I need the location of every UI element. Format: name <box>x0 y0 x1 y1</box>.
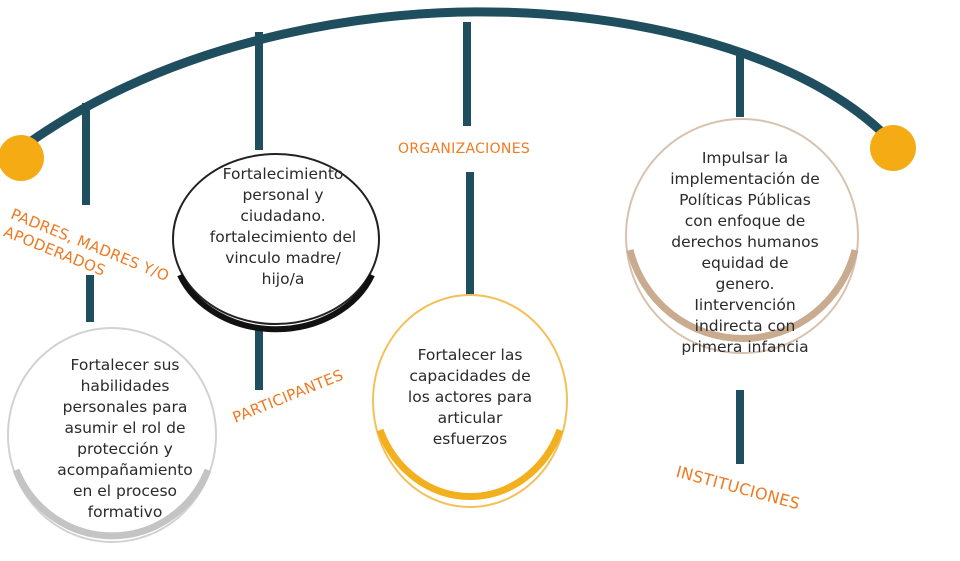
top-arc <box>25 7 893 147</box>
participantes-text-line: fortalecimiento del <box>209 228 357 246</box>
connector-padres-bottom <box>86 275 94 322</box>
instituciones-text-line: primera infancia <box>681 338 809 356</box>
padres-text-line: habilidades <box>80 377 170 395</box>
instituciones-text-line: implementación de <box>670 170 820 188</box>
padres-text-line: protección y <box>77 440 173 458</box>
connector-instituciones-bottom <box>736 390 744 464</box>
connector-organizaciones-top <box>463 22 471 126</box>
right-end-dot <box>870 125 916 171</box>
participantes-text-line: ciudadano. <box>240 207 326 225</box>
padres-text: Fortalecer sus habilidades personales pa… <box>42 355 208 523</box>
connector-instituciones-top <box>736 55 744 117</box>
instituciones-circle-accent <box>626 249 859 342</box>
connector-padres-top <box>82 103 90 205</box>
connector-participantes-top <box>255 32 263 150</box>
connector-participantes-bottom <box>255 330 263 390</box>
participantes-text-line: personal y <box>242 186 324 204</box>
label-organizaciones: ORGANIZACIONES <box>398 141 531 157</box>
instituciones-circle <box>625 118 859 354</box>
organizaciones-text-line: esfuerzos <box>432 430 508 448</box>
instituciones-text-line: indirecta con <box>694 317 796 335</box>
connector-organizaciones-bottom <box>466 172 474 298</box>
organizaciones-text-line: articular <box>437 409 503 427</box>
participantes-circle <box>172 153 380 325</box>
instituciones-text-line: Políticas Públicas <box>679 191 811 209</box>
instituciones-text-line: Impulsar la <box>701 149 789 167</box>
participantes-text: Fortalecimiento personal y ciudadano. fo… <box>200 164 366 290</box>
padres-text-line: asumir el rol de <box>64 419 186 437</box>
padres-text-line: personales para <box>62 398 188 416</box>
padres-text-line: acompañamiento <box>57 461 193 479</box>
participantes-text-line: hijo/a <box>261 270 305 288</box>
organizaciones-circle <box>372 294 568 508</box>
instituciones-text-line: con enfoque de <box>684 212 806 230</box>
padres-circle <box>7 327 217 543</box>
instituciones-text: Impulsar la implementación de Políticas … <box>670 148 820 358</box>
organizaciones-text-line: los actores para <box>407 388 533 406</box>
instituciones-text-line: derechos humanos <box>671 233 819 251</box>
padres-text-line: formativo <box>87 503 163 521</box>
instituciones-text-line: equidad de genero. <box>701 254 789 293</box>
organizaciones-text-line: Fortalecer las <box>417 346 523 364</box>
organizaciones-text-line: capacidades de <box>409 367 531 385</box>
participantes-text-line: Fortalecimiento <box>222 165 344 183</box>
left-end-dot <box>0 135 44 181</box>
padres-text-line: Fortalecer sus <box>70 356 180 374</box>
padres-circle-accent <box>12 468 212 540</box>
participantes-text-line: vinculo madre/ <box>225 249 341 267</box>
participantes-circle-accent <box>177 273 375 333</box>
padres-text-line: en el proceso <box>72 482 178 500</box>
instituciones-text-line: Iintervención <box>694 296 796 314</box>
organizaciones-circle-accent <box>376 428 564 500</box>
organizaciones-text: Fortalecer las capacidades de los actore… <box>395 345 545 450</box>
